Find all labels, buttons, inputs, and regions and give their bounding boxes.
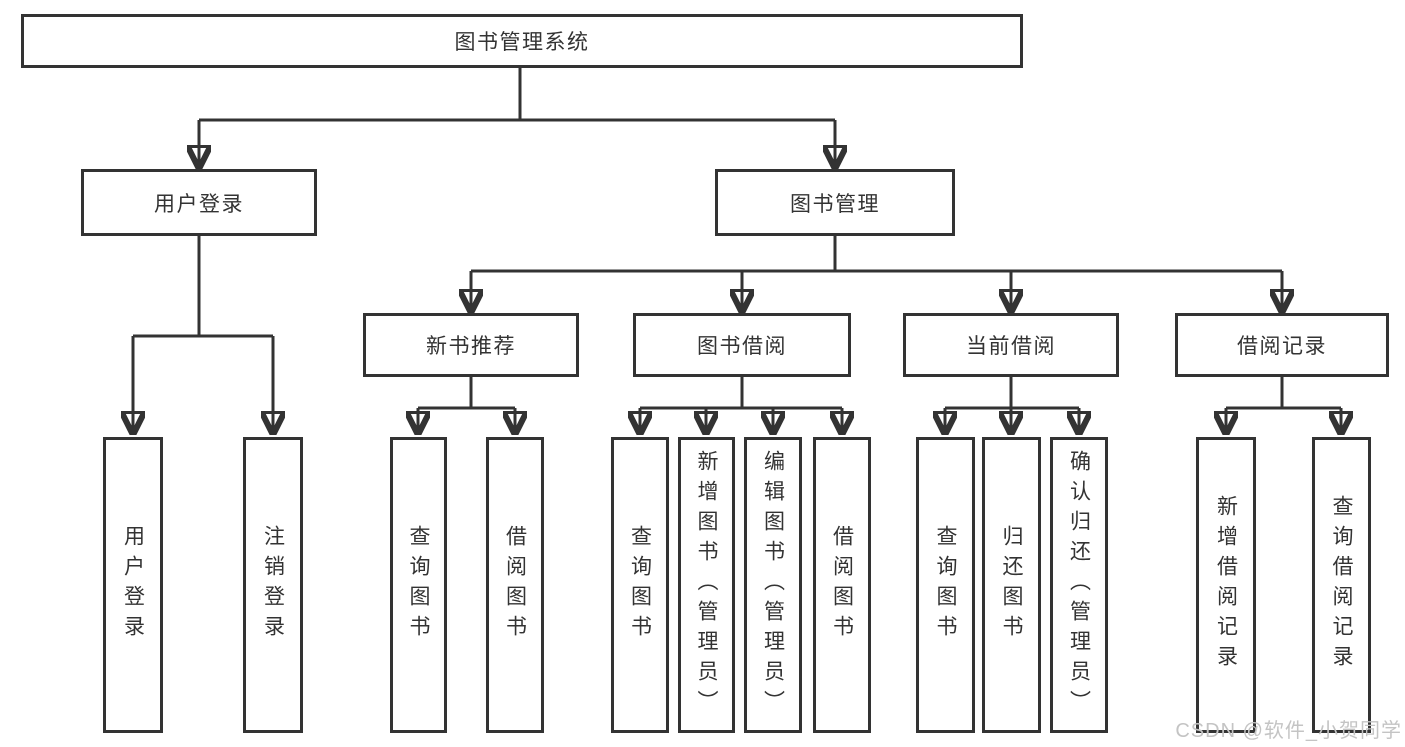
leaf-label: 查询图书 [934,525,957,645]
csdn-watermark: CSDN @软件_小贺同学 [1175,720,1402,742]
node-book-management: 图书管理 [715,169,955,236]
leaf-borrow-books-recommend: 借阅图书 [486,437,544,733]
leaf-add-books-admin: 新增图书（管理员） [678,437,735,733]
leaf-label: 归还图书 [1000,525,1023,645]
leaf-label: 用户登录 [121,525,145,645]
leaf-label: 新增图书（管理员） [695,450,718,720]
leaf-label: 新增借阅记录 [1214,495,1238,675]
leaf-return-books: 归还图书 [982,437,1041,733]
node-user-login: 用户登录 [81,169,317,236]
leaf-add-borrow-record: 新增借阅记录 [1196,437,1256,733]
leaf-query-books-borrow: 查询图书 [611,437,669,733]
node-book-borrow: 图书借阅 [633,313,851,377]
leaf-logout: 注销登录 [243,437,303,733]
leaf-edit-books-admin: 编辑图书（管理员） [744,437,802,733]
leaf-label: 查询借阅记录 [1330,495,1353,675]
leaf-label: 借阅图书 [503,525,527,645]
node-borrow-records: 借阅记录 [1175,313,1389,377]
leaf-label: 确认归还（管理员） [1067,450,1091,720]
leaf-query-borrow-record: 查询借阅记录 [1312,437,1371,733]
leaf-confirm-return-admin: 确认归还（管理员） [1050,437,1108,733]
leaf-label: 借阅图书 [830,525,854,645]
leaf-query-books-recommend: 查询图书 [390,437,447,733]
node-library-system: 图书管理系统 [21,14,1023,68]
node-current-borrow: 当前借阅 [903,313,1119,377]
leaf-label: 编辑图书（管理员） [761,450,785,720]
leaf-query-books-current: 查询图书 [916,437,975,733]
leaf-borrow-books: 借阅图书 [813,437,871,733]
leaf-label: 注销登录 [261,525,285,645]
leaf-user-login: 用户登录 [103,437,163,733]
node-new-book-recommend: 新书推荐 [363,313,579,377]
leaf-label: 查询图书 [628,525,652,645]
leaf-label: 查询图书 [407,525,430,645]
